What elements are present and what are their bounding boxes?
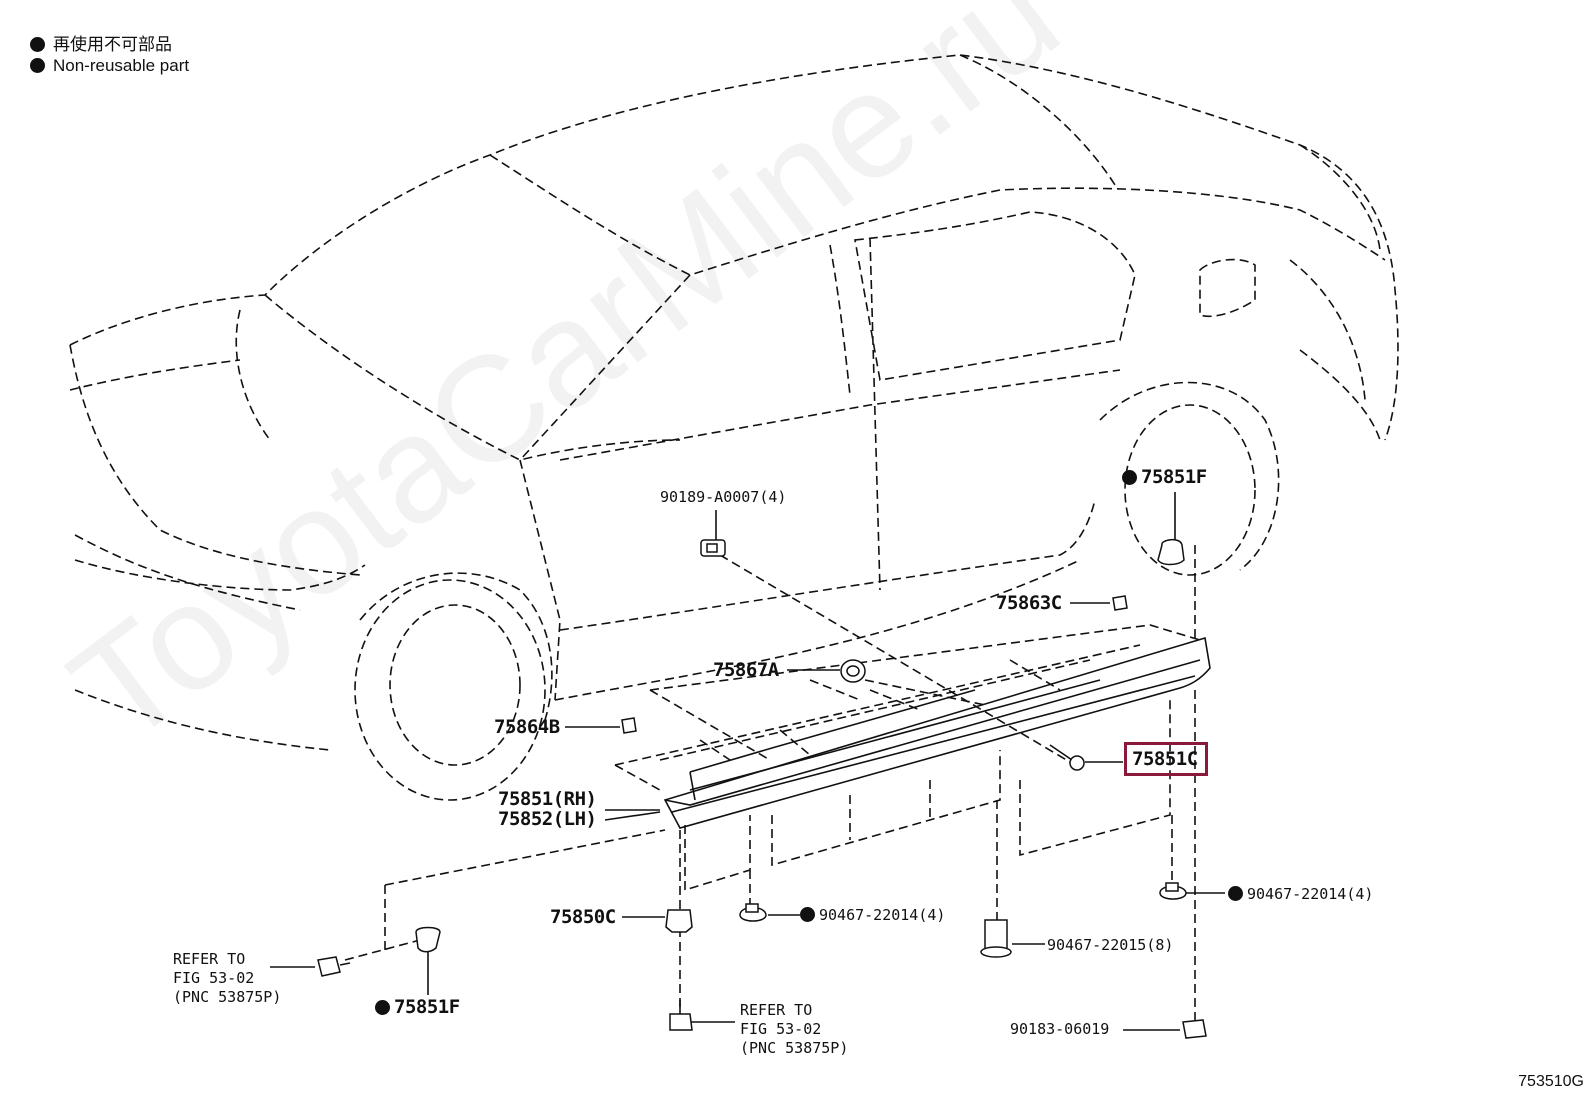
- leader-lines: [270, 492, 1225, 1031]
- label-90467-22014-mid-text: 90467-22014(4): [819, 906, 946, 924]
- legend-en-text: Non-reusable part: [53, 56, 190, 75]
- refer-left-line3: (PNC 53875P): [173, 988, 282, 1006]
- label-90467-22014-right-text: 90467-22014(4): [1247, 885, 1374, 903]
- label-90467-22014-mid[interactable]: 90467-22014(4): [800, 906, 945, 925]
- label-75850C[interactable]: 75850C: [550, 906, 616, 928]
- non-reusable-dot-icon: [375, 1000, 390, 1015]
- legend-jp-text: 再使用不可部品: [53, 35, 172, 54]
- label-90183-06019[interactable]: 90183-06019: [1010, 1020, 1110, 1038]
- refer-mid-line1: REFER TO: [740, 1001, 813, 1019]
- label-75851F-top-text: 75851F: [1141, 466, 1207, 488]
- non-reusable-dot-icon: [30, 37, 45, 52]
- rocker-panel: [663, 636, 1211, 829]
- refer-mid-line2: FIG 53-02: [740, 1020, 822, 1038]
- refer-note-left[interactable]: REFER TO FIG 53-02 (PNC 53875P): [173, 950, 281, 1007]
- refer-note-mid[interactable]: REFER TO FIG 53-02 (PNC 53875P): [740, 1001, 848, 1058]
- label-90467-22014-right[interactable]: 90467-22014(4): [1228, 885, 1373, 904]
- figure-code: 753510G: [1518, 1073, 1584, 1090]
- label-90467-22015[interactable]: 90467-22015(8): [1047, 936, 1174, 954]
- non-reusable-dot-icon: [1122, 470, 1137, 485]
- label-75851F-top[interactable]: 75851F: [1122, 466, 1207, 488]
- refer-left-line1: REFER TO: [173, 950, 246, 968]
- refer-mid-line3: (PNC 53875P): [740, 1039, 849, 1057]
- legend-jp: 再使用不可部品: [30, 30, 172, 55]
- non-reusable-dot-icon: [800, 907, 815, 922]
- label-75863C[interactable]: 75863C: [996, 592, 1062, 614]
- part-icons: [317, 538, 1207, 1039]
- car-outline: [69, 54, 1399, 801]
- label-90189-A0007[interactable]: 90189-A0007(4): [660, 488, 787, 506]
- clip-grid: [344, 545, 1201, 1020]
- legend-en: Non-reusable part: [30, 56, 189, 76]
- label-75851F-bottom[interactable]: 75851F: [375, 996, 460, 1018]
- label-75851F-bottom-text: 75851F: [394, 996, 460, 1018]
- label-75867A[interactable]: 75867A: [713, 659, 779, 681]
- label-75851-RH[interactable]: 75851(RH): [498, 788, 597, 810]
- non-reusable-dot-icon: [30, 58, 45, 73]
- label-75851C-highlighted[interactable]: 75851C: [1124, 742, 1208, 776]
- non-reusable-dot-icon: [1228, 886, 1243, 901]
- label-75852-LH[interactable]: 75852(LH): [498, 808, 597, 830]
- refer-left-line2: FIG 53-02: [173, 969, 255, 987]
- label-75864B[interactable]: 75864B: [494, 716, 560, 738]
